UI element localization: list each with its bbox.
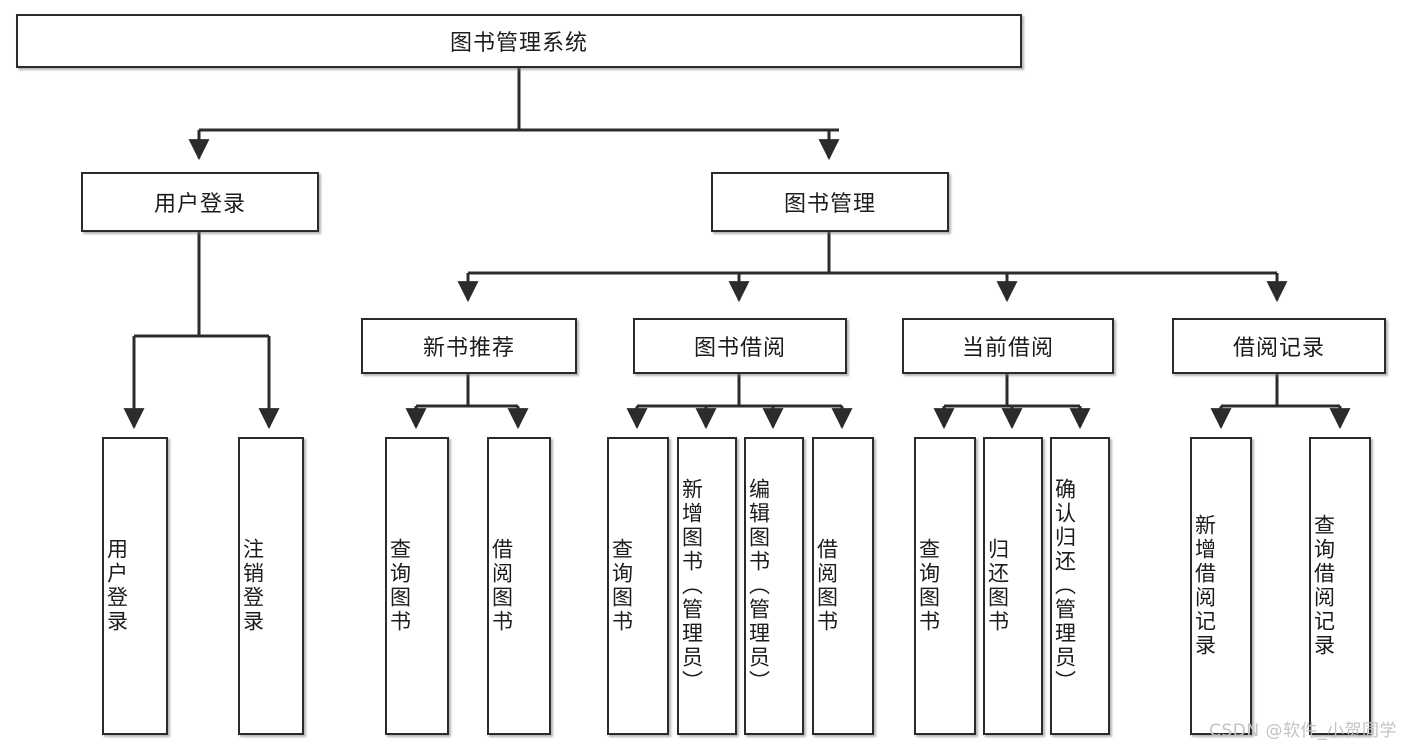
leaf-add-borrow-record[interactable]: 新增借阅记录	[1190, 437, 1252, 735]
node-label: 查询借阅记录	[1311, 514, 1336, 658]
csdn-watermark: CSDN @软件_小贺同学	[1209, 721, 1397, 741]
leaf-query-book-current[interactable]: 查询图书	[914, 437, 976, 735]
node-label: 注销登录	[240, 538, 265, 634]
node-user-login[interactable]: 用户登录	[81, 172, 319, 232]
node-label: 编辑图书（管理员）	[746, 478, 771, 694]
node-label: 新增借阅记录	[1192, 514, 1217, 658]
node-label: 用户登录	[153, 192, 246, 217]
node-current-borrowing[interactable]: 当前借阅	[902, 318, 1114, 374]
node-label: 新书推荐	[422, 336, 515, 361]
leaf-confirm-return-admin[interactable]: 确认归还（管理员）	[1050, 437, 1110, 735]
node-label: 图书管理	[783, 192, 876, 217]
node-label: 图书管理系统	[449, 31, 588, 56]
node-label: 借阅图书	[814, 538, 839, 634]
leaf-borrow-book-borrowing[interactable]: 借阅图书	[812, 437, 874, 735]
leaf-logout-login[interactable]: 注销登录	[238, 437, 304, 735]
node-label: 查询图书	[609, 538, 634, 634]
leaf-edit-book-admin[interactable]: 编辑图书（管理员）	[744, 437, 804, 735]
leaf-return-book[interactable]: 归还图书	[983, 437, 1043, 735]
leaf-user-login[interactable]: 用户登录	[102, 437, 168, 735]
leaf-borrow-book-recommend[interactable]: 借阅图书	[487, 437, 551, 735]
node-borrow-records[interactable]: 借阅记录	[1172, 318, 1386, 374]
node-label: 借阅图书	[489, 538, 514, 634]
node-label: 确认归还（管理员）	[1052, 478, 1077, 694]
leaf-query-book-recommend[interactable]: 查询图书	[385, 437, 449, 735]
node-label: 当前借阅	[961, 336, 1054, 361]
leaf-query-book-borrowing[interactable]: 查询图书	[607, 437, 669, 735]
node-label: 图书借阅	[693, 336, 786, 361]
node-label: 归还图书	[985, 538, 1010, 634]
node-label: 新增图书（管理员）	[679, 478, 704, 694]
node-book-management[interactable]: 图书管理	[711, 172, 949, 232]
node-label: 用户登录	[104, 538, 129, 634]
node-label: 查询图书	[916, 538, 941, 634]
node-new-book-recommend[interactable]: 新书推荐	[361, 318, 577, 374]
node-label: 借阅记录	[1232, 336, 1325, 361]
node-book-borrowing[interactable]: 图书借阅	[633, 318, 847, 374]
leaf-add-book-admin[interactable]: 新增图书（管理员）	[677, 437, 737, 735]
node-book-management-system[interactable]: 图书管理系统	[16, 14, 1022, 68]
node-label: 查询图书	[387, 538, 412, 634]
leaf-query-borrow-record[interactable]: 查询借阅记录	[1309, 437, 1371, 735]
